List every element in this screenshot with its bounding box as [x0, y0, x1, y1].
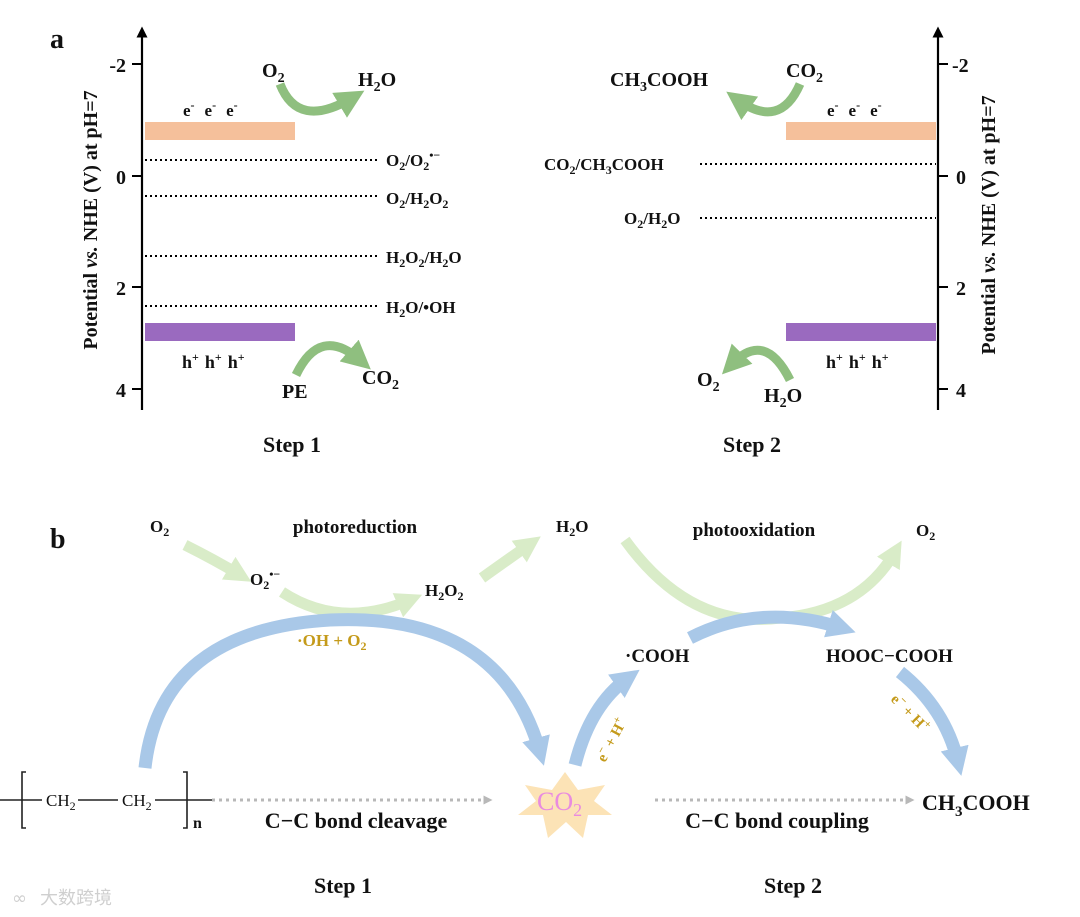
- step2-co2: CO2: [786, 60, 823, 86]
- pe-n: n: [193, 815, 202, 832]
- step1-conduction-band: [145, 122, 295, 140]
- left-tick-label: -2: [109, 55, 126, 77]
- green-arrow-superoxide-h2o2: [278, 587, 423, 619]
- left-tick-label: 2: [116, 278, 126, 300]
- label-h2o-oh: H2O/•OH: [386, 298, 456, 320]
- b-o2-right: O2: [916, 521, 935, 543]
- step1-electrons: e-e-e-: [183, 98, 238, 120]
- green-arrow-to-o2: [779, 540, 902, 624]
- watermark-text: 大数跨境: [40, 888, 112, 909]
- left-tick-label: 4: [116, 380, 126, 402]
- panel-a-label: a: [50, 24, 64, 55]
- right-tick-label: 2: [956, 278, 966, 300]
- step1-reduction-arrow: [275, 82, 365, 118]
- blue-arrow-co2-to-cooh: [568, 669, 640, 767]
- right-y-axis-label: Potential vs. NHE (V) at pH=7: [978, 95, 1000, 354]
- oxalic-acid: HOOC−COOH: [826, 646, 953, 667]
- watermark: ∞ 大数跨境: [12, 888, 112, 909]
- b-h2o2: H2O2: [425, 581, 463, 603]
- b-h2o: H2O: [556, 517, 588, 539]
- right-tick-label: 0: [956, 167, 966, 189]
- label-co2-ch3cooh: CO2/CH3COOH: [544, 155, 664, 177]
- blue-arrow-pe-to-co2: [138, 613, 550, 769]
- watermark-logo-icon: ∞: [12, 888, 27, 909]
- pe-ch2-b: CH2: [122, 791, 152, 813]
- panel-b-label: b: [50, 524, 66, 555]
- blue-arrow-cooh-to-oxalic: [687, 610, 856, 644]
- label-o2-h2o: O2/H2O: [624, 209, 680, 231]
- label-h2o2-h2o: H2O2/H2O: [386, 248, 462, 270]
- b-superoxide: O2•−: [250, 567, 280, 592]
- green-arrow-h2o2-h2o: [478, 536, 541, 583]
- pe-ch2-a: CH2: [46, 791, 76, 813]
- step2-ch3cooh: CH3COOH: [610, 69, 709, 95]
- step1-title: Step 1: [263, 432, 321, 457]
- cc-bond-cleavage: C−C bond cleavage: [265, 808, 448, 833]
- oh-o2-label: ·OH + O2: [297, 631, 367, 653]
- step1-oxidation-arrow: [291, 339, 371, 378]
- step2-reduction-arrow: [726, 82, 805, 121]
- step1-holes: h+h+h+: [182, 350, 245, 372]
- step2-holes: h+h+h+: [826, 350, 889, 372]
- b-step2-title: Step 2: [764, 873, 822, 898]
- step2-title: Step 2: [723, 432, 781, 457]
- b-o2-left: O2: [150, 517, 169, 539]
- photoreduction-label: photoreduction: [293, 517, 418, 538]
- step2-conduction-band: [786, 122, 936, 140]
- pe-bracket-left: [21, 771, 26, 829]
- green-arrow-h2o-branch: [620, 536, 781, 625]
- cooh-radical: ·COOH: [625, 646, 690, 667]
- step2-o2: O2: [697, 369, 720, 395]
- b-ch3cooh: CH3COOH: [922, 790, 1030, 820]
- blue-arrow-oxalic-to-acetic: [895, 666, 969, 776]
- step2-electrons: e-e-e-: [827, 98, 882, 120]
- step1-h2o: H2O: [358, 69, 396, 95]
- step1-valence-band: [145, 323, 295, 341]
- label-o2-superoxide: O2/O2•−: [386, 148, 440, 173]
- step1-pe: PE: [282, 381, 308, 403]
- b-step1-title: Step 1: [314, 873, 372, 898]
- left-tick-label: 0: [116, 167, 126, 189]
- cc-bond-coupling: C−C bond coupling: [685, 808, 869, 833]
- right-tick-label: 4: [956, 380, 966, 402]
- pe-bracket-right: [183, 771, 188, 829]
- step2-h2o: H2O: [764, 385, 802, 411]
- right-tick-label: -2: [952, 55, 969, 77]
- co2-starburst: [518, 772, 612, 838]
- step2-oxidation-arrow: [721, 343, 795, 383]
- step1-co2: CO2: [362, 367, 399, 393]
- label-o2-h2o2: O2/H2O2: [386, 189, 448, 211]
- step2-valence-band: [786, 323, 936, 341]
- step1-o2: O2: [262, 60, 285, 86]
- green-arrow-o2-superoxide: [182, 540, 252, 582]
- photooxidation-label: photooxidation: [693, 520, 816, 541]
- left-y-axis-label: Potential vs. NHE (V) at pH=7: [80, 90, 102, 349]
